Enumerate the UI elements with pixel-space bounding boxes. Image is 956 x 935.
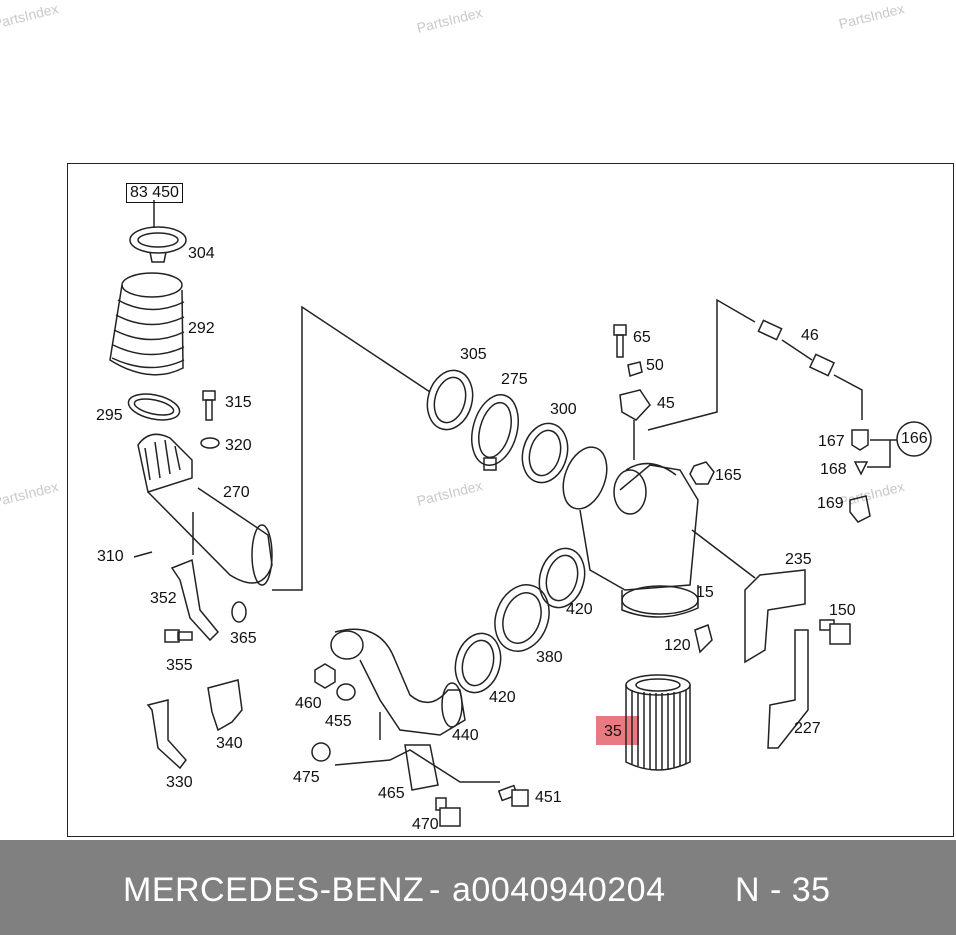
label-15: 15 xyxy=(696,584,714,601)
part-air-filter-housing xyxy=(562,446,699,618)
label-420-lower: 420 xyxy=(489,689,516,706)
part-304-clamp xyxy=(129,200,187,263)
part-35-filter-element xyxy=(625,674,691,771)
label-475: 475 xyxy=(293,769,320,786)
part-292-bellows xyxy=(109,272,185,376)
part-150-bolt xyxy=(819,619,851,645)
label-305: 305 xyxy=(460,346,487,363)
part-120-clip xyxy=(694,624,713,654)
part-352-bracket xyxy=(133,551,220,642)
part-340-bracket xyxy=(207,679,243,732)
label-120: 120 xyxy=(664,637,691,654)
label-275: 275 xyxy=(501,371,528,388)
label-315: 315 xyxy=(225,394,252,411)
label-168: 168 xyxy=(820,461,847,478)
label-470: 470 xyxy=(412,816,439,833)
label-455: 455 xyxy=(325,713,352,730)
part-45-sensor xyxy=(613,324,651,460)
label-235: 235 xyxy=(785,551,812,568)
label-355: 355 xyxy=(166,657,193,674)
part-420-clamp-upper xyxy=(538,547,586,609)
label-352: 352 xyxy=(150,590,177,607)
label-295: 295 xyxy=(96,407,123,424)
part-451-bolt xyxy=(497,784,529,807)
label-300: 300 xyxy=(550,401,577,418)
label-35: 35 xyxy=(604,723,622,740)
part-465-bracket xyxy=(334,712,500,791)
label-167: 167 xyxy=(818,433,845,450)
label-420-upper: 420 xyxy=(566,601,593,618)
part-440-pipe xyxy=(330,628,466,736)
part-455-washer xyxy=(336,683,356,701)
label-304: 304 xyxy=(188,245,215,262)
label-169: 169 xyxy=(817,495,844,512)
part-420-clamp-lower xyxy=(454,632,502,694)
part-227-bracket xyxy=(767,629,809,749)
label-365: 365 xyxy=(230,630,257,647)
label-340: 340 xyxy=(216,735,243,752)
label-45: 45 xyxy=(657,395,675,412)
part-235-bracket xyxy=(691,529,806,664)
part-270-intake-duct xyxy=(137,433,273,586)
part-380-sleeve xyxy=(494,584,550,652)
part-330-bracket xyxy=(146,699,187,770)
part-165-nut xyxy=(689,461,715,485)
label-292: 292 xyxy=(188,320,215,337)
part-275-sleeve xyxy=(471,394,519,471)
part-300-clamp xyxy=(521,422,569,484)
label-460: 460 xyxy=(295,695,322,712)
part-470-bolt xyxy=(435,797,461,827)
part-320-washer xyxy=(200,437,220,449)
label-165: 165 xyxy=(715,467,742,484)
part-46-cable xyxy=(757,319,863,420)
label-380: 380 xyxy=(536,649,563,666)
label-330: 330 xyxy=(166,774,193,791)
ref-boxed-83450: 83 450 xyxy=(126,183,183,203)
footer-part-number: a0040940204 xyxy=(452,871,666,909)
label-227: 227 xyxy=(794,720,821,737)
label-46: 46 xyxy=(801,327,819,344)
label-465: 465 xyxy=(378,785,405,802)
label-50: 50 xyxy=(646,357,664,374)
footer-bar xyxy=(0,840,956,935)
footer-separator: - xyxy=(429,871,441,909)
part-315-bolt xyxy=(202,390,216,421)
label-310: 310 xyxy=(97,548,124,565)
part-475-washer xyxy=(311,742,331,762)
label-166: 166 xyxy=(901,430,928,447)
label-150: 150 xyxy=(829,602,856,619)
part-295-seal xyxy=(127,393,181,421)
part-460-nut xyxy=(314,663,336,689)
footer-brand: MERCEDES-BENZ xyxy=(123,871,425,909)
part-365-washer xyxy=(231,601,247,623)
label-320: 320 xyxy=(225,437,252,454)
diagram-frame xyxy=(67,163,954,837)
label-65: 65 xyxy=(633,329,651,346)
ref-166-circle xyxy=(896,421,932,457)
label-270: 270 xyxy=(223,484,250,501)
label-440: 440 xyxy=(452,727,479,744)
part-167-169-connectors xyxy=(849,429,897,523)
label-451: 451 xyxy=(535,789,562,806)
part-305-clamp xyxy=(426,369,474,431)
footer-position: N - 35 xyxy=(735,871,831,909)
part-355-bolt xyxy=(164,629,193,643)
